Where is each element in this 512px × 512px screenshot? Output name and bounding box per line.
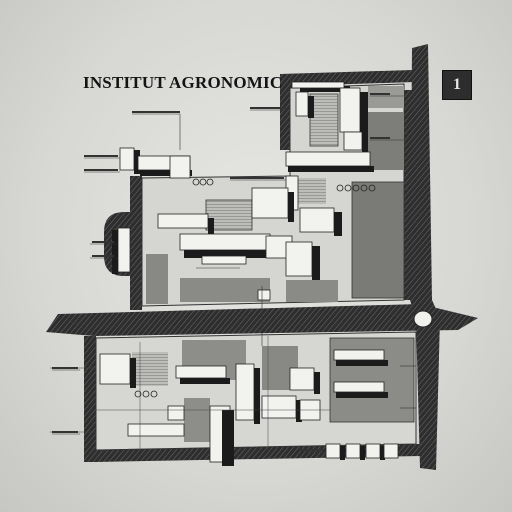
north-lawn-court: [309, 93, 339, 147]
lower-campus: [50, 331, 417, 466]
lower-buildings: [99, 349, 399, 466]
east-lawn: [351, 181, 405, 299]
upper-buildings: [112, 81, 374, 301]
lower-hatched-field: [132, 352, 168, 386]
east-road: [410, 44, 440, 470]
annotation-leaders: [52, 95, 416, 453]
central-lawn-east: [286, 280, 338, 302]
upper-campus: [112, 81, 405, 307]
south-perimeter-road: [84, 336, 96, 462]
drawing-title: INSTITUT AGRONOMIC: [83, 73, 283, 92]
lower-lawn-south: [184, 398, 210, 442]
north-lawn-strip: [368, 86, 404, 108]
construction-lines: [50, 336, 330, 450]
sheet-number: 1: [453, 76, 461, 93]
lower-plaza-markers: [134, 390, 158, 398]
east-inner-road: [404, 90, 414, 300]
court-paving: [298, 178, 326, 204]
west-loop-road: [130, 176, 142, 310]
central-lawn-mid: [180, 278, 270, 302]
plaza-markers: [192, 178, 376, 192]
north-lawn-east: [368, 112, 404, 170]
label-ticks: [52, 93, 390, 451]
central-lawn-west: [146, 254, 168, 304]
north-loop-road: [280, 70, 414, 150]
sheet-number-badge: 1: [442, 70, 472, 100]
roundabout-east: [413, 310, 433, 328]
